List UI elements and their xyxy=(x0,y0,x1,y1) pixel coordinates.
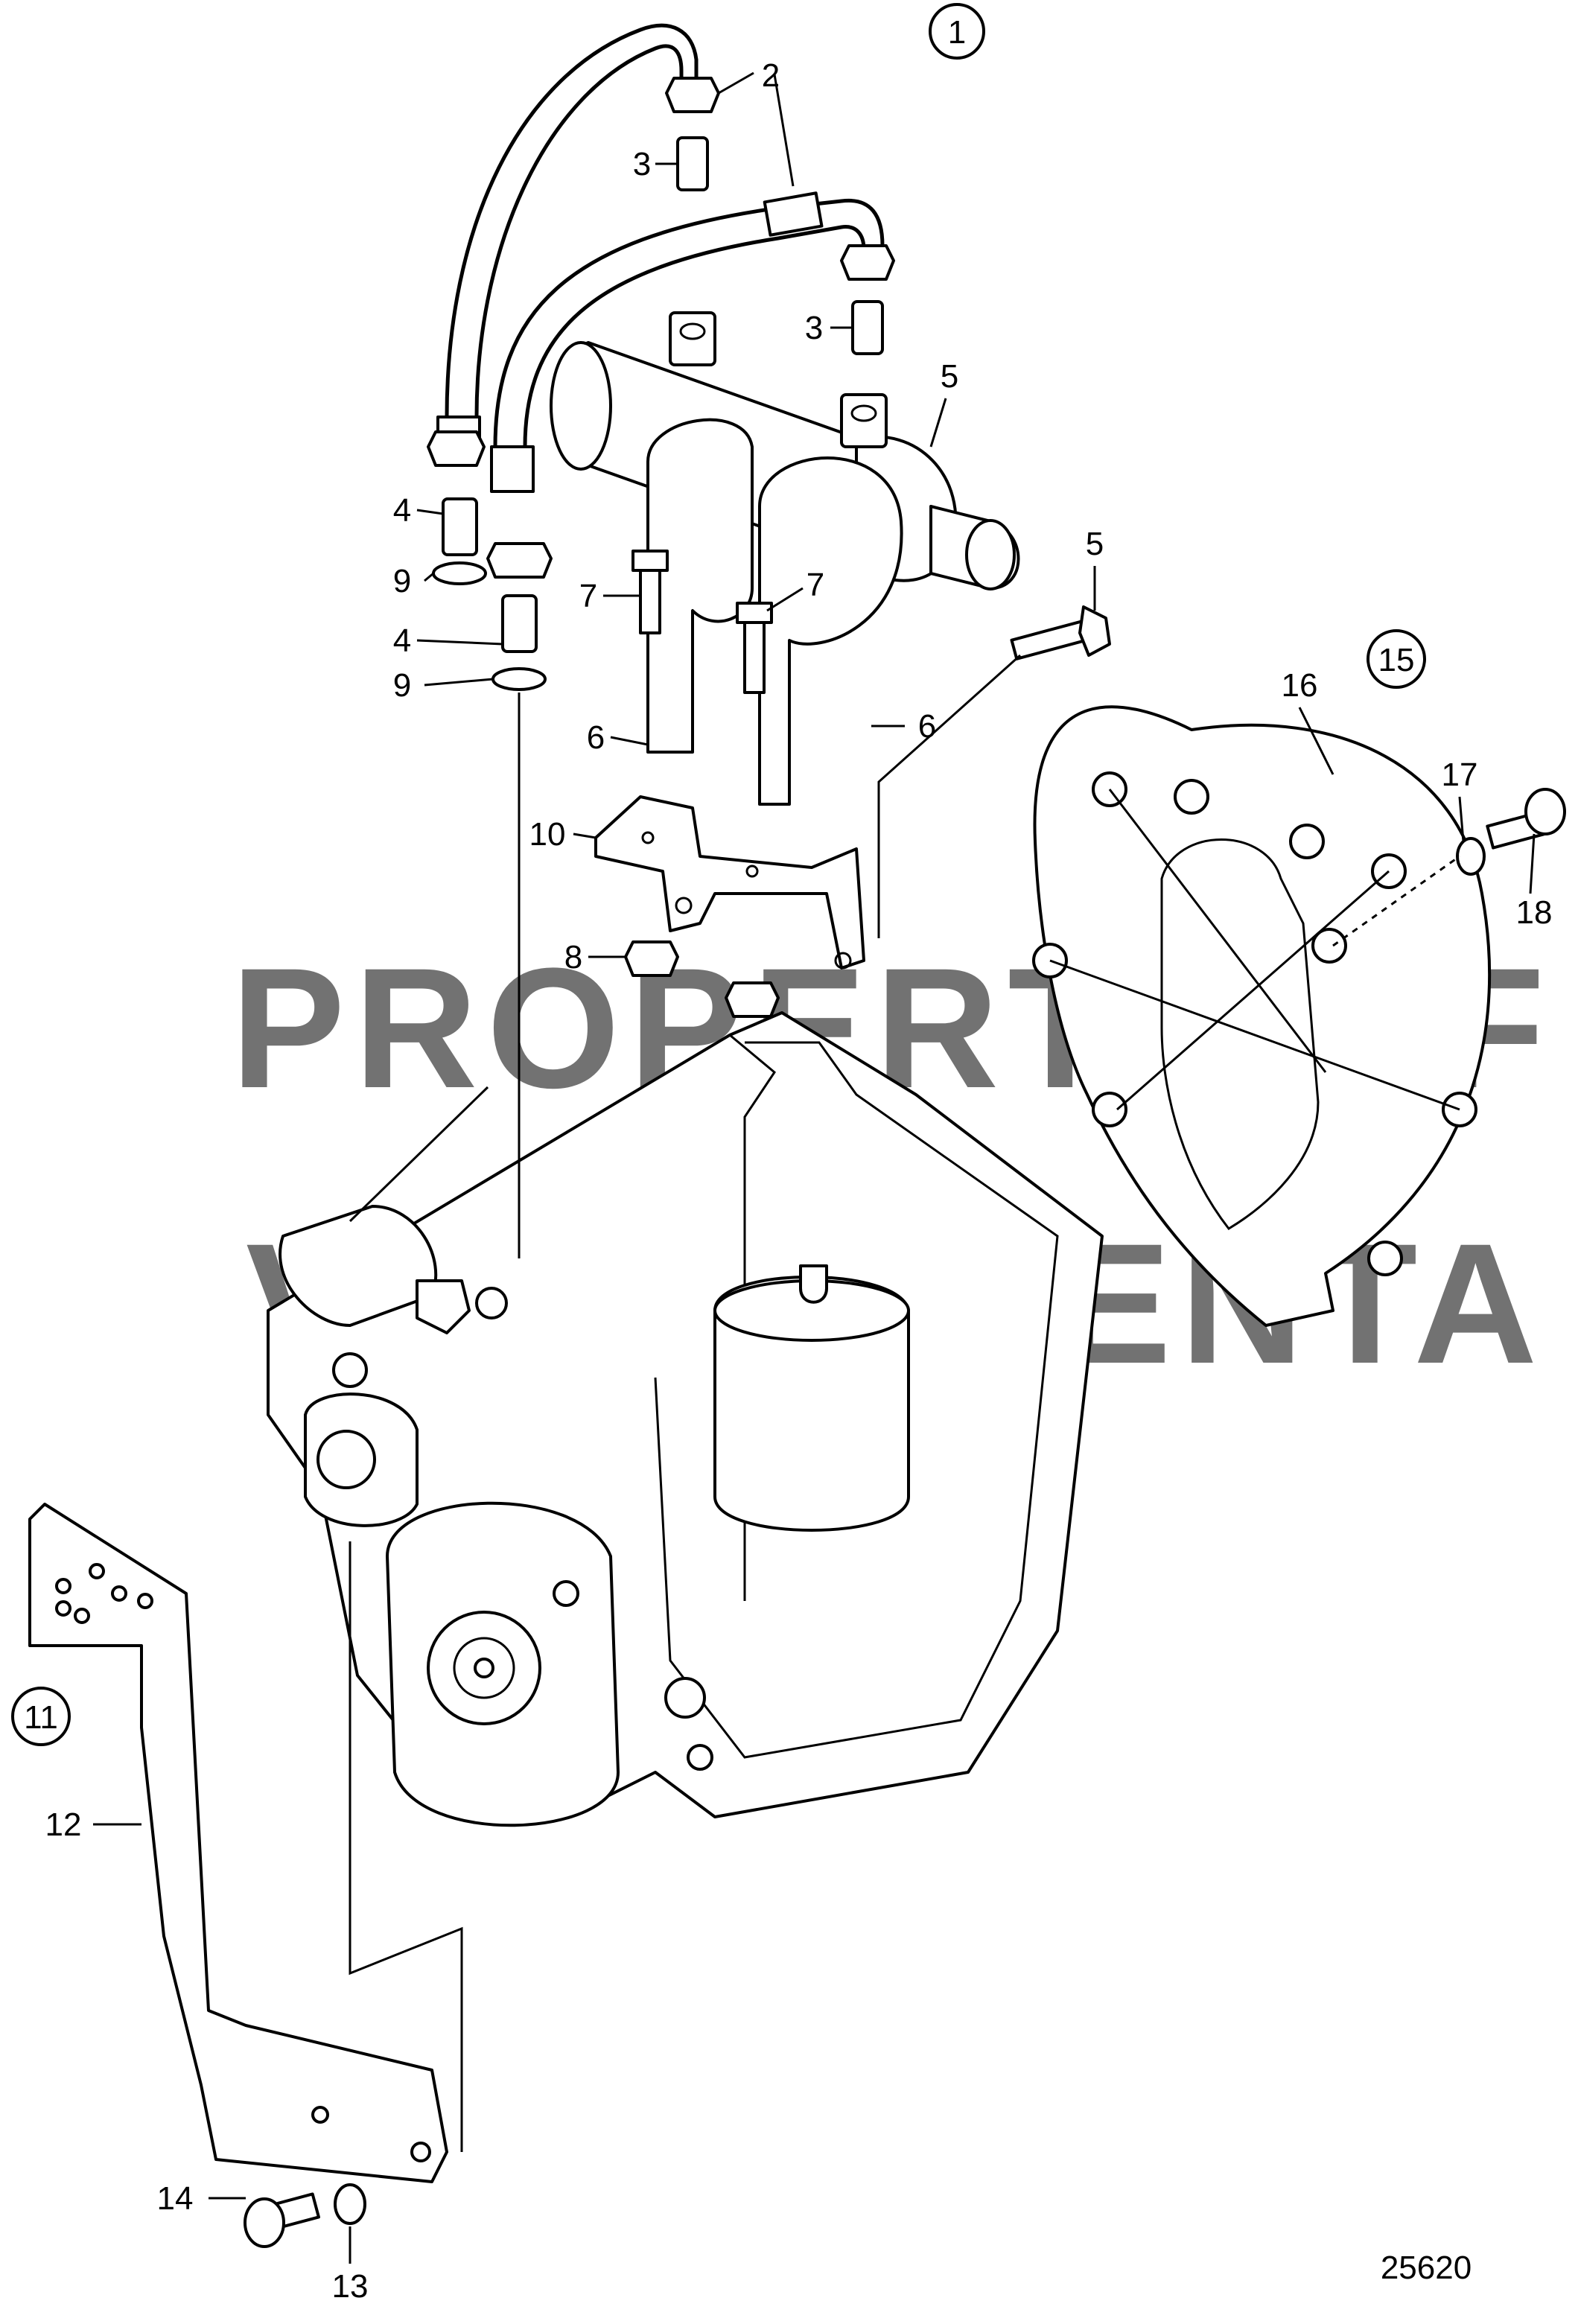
callout-12: 12 xyxy=(45,1806,82,1843)
callout-8: 8 xyxy=(564,939,582,975)
hose-nut-lower xyxy=(486,542,553,579)
callout-4a: 4 xyxy=(393,492,411,529)
reference-line-bracket xyxy=(349,1541,463,2152)
adapter-3-right xyxy=(851,300,884,355)
washer-9-lower xyxy=(491,667,547,691)
callout-7b: 7 xyxy=(807,567,824,603)
adapter-3-top xyxy=(676,136,709,191)
callout-5a: 5 xyxy=(941,358,958,395)
clamp-6-left xyxy=(646,418,754,754)
hose-nut-left xyxy=(427,430,486,467)
callout-9a: 9 xyxy=(393,563,411,599)
bolt-7-left xyxy=(639,564,661,634)
callout-18: 18 xyxy=(1516,894,1553,931)
hose-nut-2 xyxy=(665,77,720,113)
nut-8-right xyxy=(725,981,780,1018)
hose-nut-right xyxy=(840,244,895,281)
washer-9-upper xyxy=(432,561,487,585)
bracket-10 xyxy=(594,605,1111,1018)
callout-6b: 6 xyxy=(918,708,936,745)
bolt-7-right-head xyxy=(736,602,773,624)
bolt-17-18 xyxy=(1456,788,1566,876)
adapter-plate-16 xyxy=(1032,705,1492,1327)
bolt-13-14 xyxy=(244,2183,366,2248)
leader-washer-housing xyxy=(349,1086,489,1223)
reference-line-bolt-18 xyxy=(1332,855,1460,947)
callout-4b: 4 xyxy=(393,623,411,659)
bolt-7-left-head xyxy=(631,550,669,572)
drawing-number: 25620 xyxy=(1381,2250,1472,2286)
adapter-4-lower xyxy=(501,594,538,653)
callout-2: 2 xyxy=(762,57,780,94)
callout-14: 14 xyxy=(157,2180,194,2217)
callout-1: 1 xyxy=(948,14,966,51)
callout-13: 13 xyxy=(332,2268,369,2305)
reference-line-bolt-5 xyxy=(877,654,1022,938)
adapter-4-upper xyxy=(442,497,478,556)
bolt-7-right xyxy=(743,617,766,694)
callout-9b: 9 xyxy=(393,667,411,704)
washer-13 xyxy=(334,2183,366,2225)
washer-17 xyxy=(1456,837,1486,876)
callout-labels: 1 2 3 3 4 4 5 5 6 6 7 7 8 9 9 10 11 12 1… xyxy=(11,3,1553,2305)
clamp-6-right xyxy=(758,456,903,806)
bolt-18-head xyxy=(1524,788,1566,835)
callout-15: 15 xyxy=(1378,642,1415,678)
callout-16: 16 xyxy=(1282,667,1318,704)
callout-3b: 3 xyxy=(805,310,823,346)
callout-circle-1 xyxy=(929,3,985,60)
bolt-14-head xyxy=(244,2197,285,2248)
nut-8 xyxy=(624,940,679,977)
callout-10: 10 xyxy=(529,816,566,853)
callout-7a: 7 xyxy=(579,578,597,614)
leader-lines xyxy=(93,71,1536,2264)
bolt-5-head xyxy=(1078,605,1111,657)
callout-circle-11 xyxy=(11,1687,71,1746)
output-shaft-housing xyxy=(713,1276,910,1532)
transmission-housing xyxy=(267,1011,1104,1827)
hose-ferrule-top xyxy=(763,191,824,237)
hose-ferrule-right xyxy=(490,445,535,493)
hose-clamps xyxy=(631,418,903,806)
callout-17: 17 xyxy=(1442,757,1478,793)
oil-pressure-sensor xyxy=(416,1279,471,1334)
callout-5b: 5 xyxy=(1086,526,1104,562)
callout-circle-15 xyxy=(1367,629,1426,689)
callout-3a: 3 xyxy=(633,146,651,182)
mounting-bracket-12 xyxy=(28,1503,448,2183)
hose-fittings xyxy=(427,77,895,691)
callout-11: 11 xyxy=(24,1699,58,1736)
control-valve xyxy=(279,1205,438,1327)
callout-6a: 6 xyxy=(587,719,605,756)
